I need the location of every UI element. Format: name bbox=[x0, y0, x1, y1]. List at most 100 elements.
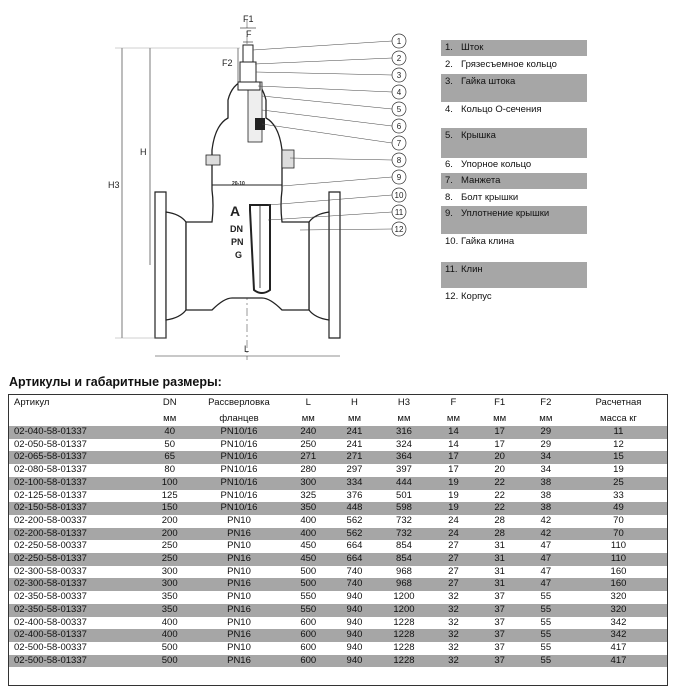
table-cell: 160 bbox=[610, 565, 627, 577]
table-cell: PN10/16 bbox=[220, 438, 258, 450]
table-cell: 28 bbox=[494, 514, 505, 526]
table-cell: 32 bbox=[430, 654, 477, 668]
table-cell: 19 bbox=[430, 476, 477, 490]
table-cell: 02-500-58-00337 bbox=[14, 641, 87, 653]
table-cell: 32 bbox=[430, 603, 477, 617]
table-cell: 740 bbox=[331, 578, 378, 592]
table-cell: 12 bbox=[613, 438, 624, 450]
table-cell: 38 bbox=[540, 489, 552, 501]
table-cell: 27 bbox=[448, 540, 459, 552]
stem-nut bbox=[239, 61, 257, 83]
table-cell: 250 bbox=[161, 540, 178, 552]
column-header: Рассверловка bbox=[208, 396, 270, 408]
callout-circle-12 bbox=[391, 221, 407, 237]
table-cell: 125 bbox=[161, 489, 178, 501]
callout-3: 3 bbox=[397, 71, 402, 80]
stem-housing bbox=[247, 81, 263, 143]
valve-body bbox=[185, 79, 310, 311]
dn-marking: DN bbox=[230, 224, 243, 234]
table-cell: 17 bbox=[448, 464, 459, 476]
legend-num: 8. bbox=[445, 192, 453, 203]
callout-9: 9 bbox=[397, 173, 402, 182]
table-cell: 400 bbox=[161, 616, 178, 628]
table-cell: 550 bbox=[285, 603, 332, 617]
valve-drawing-svg: 20-10 A DN PN G F1 F F2 H H3 L bbox=[108, 14, 407, 360]
table-cell: 55 bbox=[522, 603, 569, 617]
table-cell: 47 bbox=[540, 540, 552, 552]
legend-num: 12. bbox=[445, 291, 459, 302]
column-header: DN bbox=[162, 396, 177, 408]
table-cell: 31 bbox=[476, 578, 523, 592]
callout-circle-11 bbox=[391, 204, 407, 220]
table-cell: 350 bbox=[161, 591, 178, 603]
column-header: F bbox=[450, 396, 457, 408]
dim-f1: F1 bbox=[243, 14, 254, 24]
table-cell: PN10 bbox=[227, 540, 251, 552]
table-cell: 500 bbox=[300, 565, 317, 577]
legend-label: Клин bbox=[461, 264, 483, 275]
callout-circle-7 bbox=[391, 135, 407, 151]
table-cell: 65 bbox=[146, 451, 193, 465]
table-cell: 740 bbox=[346, 565, 363, 577]
table-cell: 450 bbox=[285, 553, 332, 566]
table-cell: 32 bbox=[448, 591, 459, 603]
table-cell: 17 bbox=[494, 438, 505, 450]
table-cell: 37 bbox=[494, 616, 505, 628]
table-cell: 968 bbox=[377, 578, 431, 592]
callout-2: 2 bbox=[397, 54, 402, 63]
dim-f: F bbox=[246, 29, 252, 39]
table-cell: 324 bbox=[396, 438, 412, 450]
table-cell: 37 bbox=[494, 591, 505, 603]
table-cell: 20 bbox=[494, 464, 505, 476]
table-cell: 02-250-58-01337 bbox=[8, 553, 147, 566]
table-cell: 325 bbox=[300, 489, 317, 501]
callout-11: 11 bbox=[395, 208, 404, 217]
table-cell: 968 bbox=[396, 565, 412, 577]
callout-circle-4 bbox=[391, 84, 407, 100]
dim-h3: H3 bbox=[108, 180, 120, 190]
legend-num: 1. bbox=[445, 42, 453, 53]
logo-marking: A bbox=[230, 203, 240, 219]
legend-label: Упорное кольцо bbox=[461, 159, 532, 170]
table-cell: 02-100-58-01337 bbox=[8, 476, 147, 490]
pn-marking: 20-10 bbox=[232, 181, 245, 187]
table-cell: PN10/16 bbox=[192, 426, 286, 439]
table-cell: 11 bbox=[568, 426, 668, 439]
table-cell: 55 bbox=[540, 616, 552, 628]
callout-6: 6 bbox=[397, 122, 402, 131]
table-cell: 600 bbox=[285, 629, 332, 642]
legend-label: Гайка клина bbox=[461, 236, 515, 247]
legend-item-5: 5.Крышка bbox=[441, 128, 587, 158]
table-cell: 19 bbox=[448, 489, 459, 501]
table-cell: 250 bbox=[146, 553, 193, 566]
table-cell: 02-400-58-00337 bbox=[14, 616, 87, 628]
legend-item-3: 3.Гайка штока bbox=[441, 74, 587, 102]
table-cell: 31 bbox=[494, 540, 505, 552]
callout-circle-8 bbox=[391, 152, 407, 168]
table-cell: 02-500-58-01337 bbox=[8, 654, 147, 668]
callout-circle-5 bbox=[391, 101, 407, 117]
right-hub bbox=[308, 211, 330, 321]
table-cell: 31 bbox=[494, 565, 505, 577]
table-cell: 37 bbox=[476, 654, 523, 668]
table-cell: 397 bbox=[396, 464, 412, 476]
table-cell: 854 bbox=[396, 540, 412, 552]
bonnet-bolt-right bbox=[281, 149, 295, 169]
table-cell: 664 bbox=[346, 540, 363, 552]
callout-12: 12 bbox=[395, 225, 404, 234]
table-cell: 02-040-58-01337 bbox=[8, 426, 147, 439]
table-cell: 02-080-58-01337 bbox=[14, 464, 87, 476]
table-cell: 562 bbox=[346, 514, 363, 526]
bonnet-bolt-left bbox=[205, 154, 221, 166]
table-cell: PN16 bbox=[192, 654, 286, 668]
legend-num: 10. bbox=[445, 236, 459, 247]
table-cell: 55 bbox=[540, 641, 552, 653]
table-cell: 17 bbox=[476, 426, 523, 439]
table-cell: 854 bbox=[377, 553, 431, 566]
table-cell: 100 bbox=[146, 476, 193, 490]
table-cell: PN10/16 bbox=[192, 476, 286, 490]
legend-item-4: 4.Кольцо О-сечения bbox=[441, 102, 587, 118]
